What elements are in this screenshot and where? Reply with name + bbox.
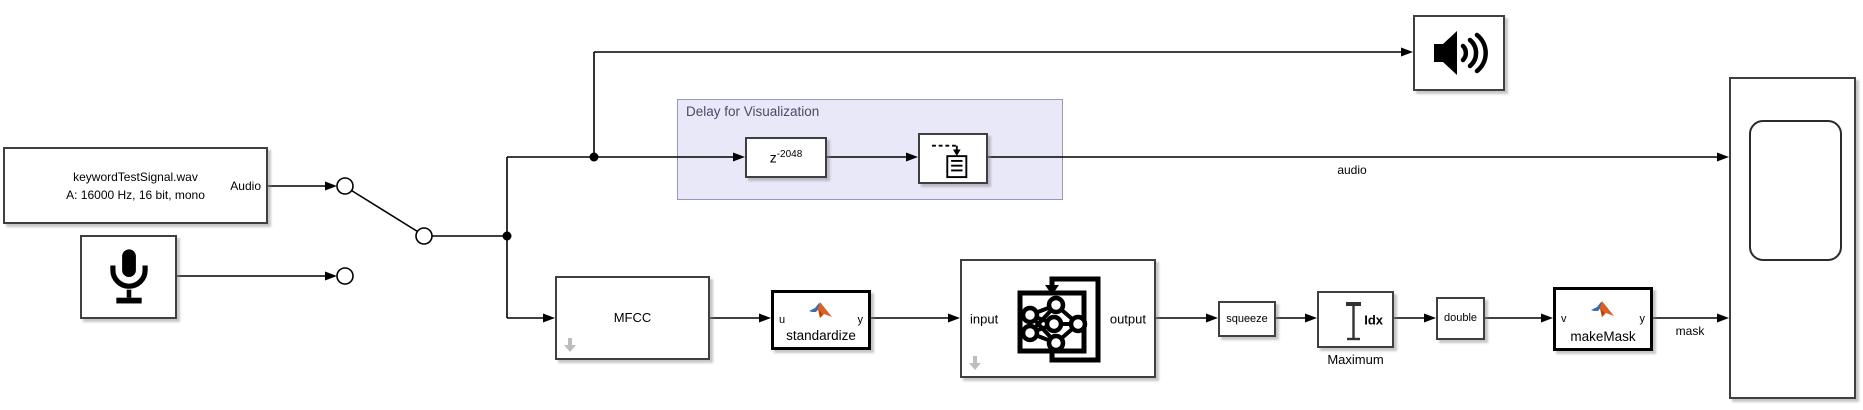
recurrent-network-icon <box>1017 276 1101 363</box>
block-maximum[interactable]: Idx <box>1317 291 1394 348</box>
network-out-port: output <box>1109 311 1146 326</box>
block-mfcc[interactable]: MFCC <box>555 276 710 360</box>
standardize-in-port: u <box>779 314 786 326</box>
switch-input2-port <box>336 267 354 285</box>
block-stateful-predict-network[interactable]: input output <box>960 259 1156 378</box>
matlab-logo-icon <box>1591 301 1614 317</box>
switch-output-port <box>415 227 433 245</box>
audio-file-format: A: 16000 Hz, 16 bit, mono <box>66 187 205 202</box>
block-scope[interactable] <box>1729 77 1856 399</box>
manual-switch[interactable] <box>336 177 433 285</box>
speaker-icon <box>1434 31 1488 75</box>
block-delay[interactable]: z-2048 <box>745 137 827 178</box>
mfcc-label: MFCC <box>613 310 652 326</box>
delay-visualization-region[interactable]: Delay for Visualization <box>677 99 1063 200</box>
gray-down-arrow-icon <box>564 338 576 352</box>
audio-file-name: keywordTestSignal.wav <box>73 169 198 184</box>
range-ibeam-icon <box>1346 302 1361 341</box>
scope-display-icon <box>1749 120 1842 261</box>
gray-down-arrow-icon <box>969 356 981 370</box>
wire-junction-dot <box>502 231 512 241</box>
region-title: Delay for Visualization <box>686 104 820 119</box>
block-buffer[interactable] <box>918 133 988 184</box>
block-audio-device-writer[interactable] <box>1413 15 1505 91</box>
block-standardize-function[interactable]: u y standardize <box>771 290 871 350</box>
wire-junction-dot <box>589 152 599 162</box>
makemask-in-port: v <box>1561 313 1567 325</box>
block-makemask-function[interactable]: v y makeMask <box>1553 287 1653 351</box>
makemask-label: makeMask <box>1570 329 1636 344</box>
block-audio-device-reader[interactable] <box>80 235 177 319</box>
microphone-icon <box>109 249 148 304</box>
makemask-out-port: y <box>1639 313 1646 325</box>
block-squeeze[interactable]: squeeze <box>1218 301 1276 337</box>
buffer-queue-icon <box>932 144 968 178</box>
squeeze-label: squeeze <box>1226 312 1268 325</box>
standardize-label: standardize <box>786 328 856 343</box>
network-in-port: input <box>970 311 999 326</box>
matlab-logo-icon <box>809 302 832 318</box>
double-label: double <box>1443 312 1478 325</box>
delay-value: z-2048 <box>769 148 803 166</box>
mask-wire-label: mask <box>1675 324 1705 338</box>
standardize-out-port: y <box>857 314 864 326</box>
maximum-caption: Maximum <box>1327 352 1384 367</box>
signal-wires[interactable] <box>177 51 1718 319</box>
wire-arrowheads <box>325 47 1729 323</box>
block-double-cast[interactable]: double <box>1436 297 1485 340</box>
switch-input1-port <box>336 177 354 195</box>
block-audio-file-source[interactable]: keywordTestSignal.wav A: 16000 Hz, 16 bi… <box>3 147 268 224</box>
audio-out-port-label: Audio <box>230 178 261 193</box>
maximum-idx-port: Idx <box>1364 312 1383 327</box>
audio-wire-label: audio <box>1337 163 1367 177</box>
